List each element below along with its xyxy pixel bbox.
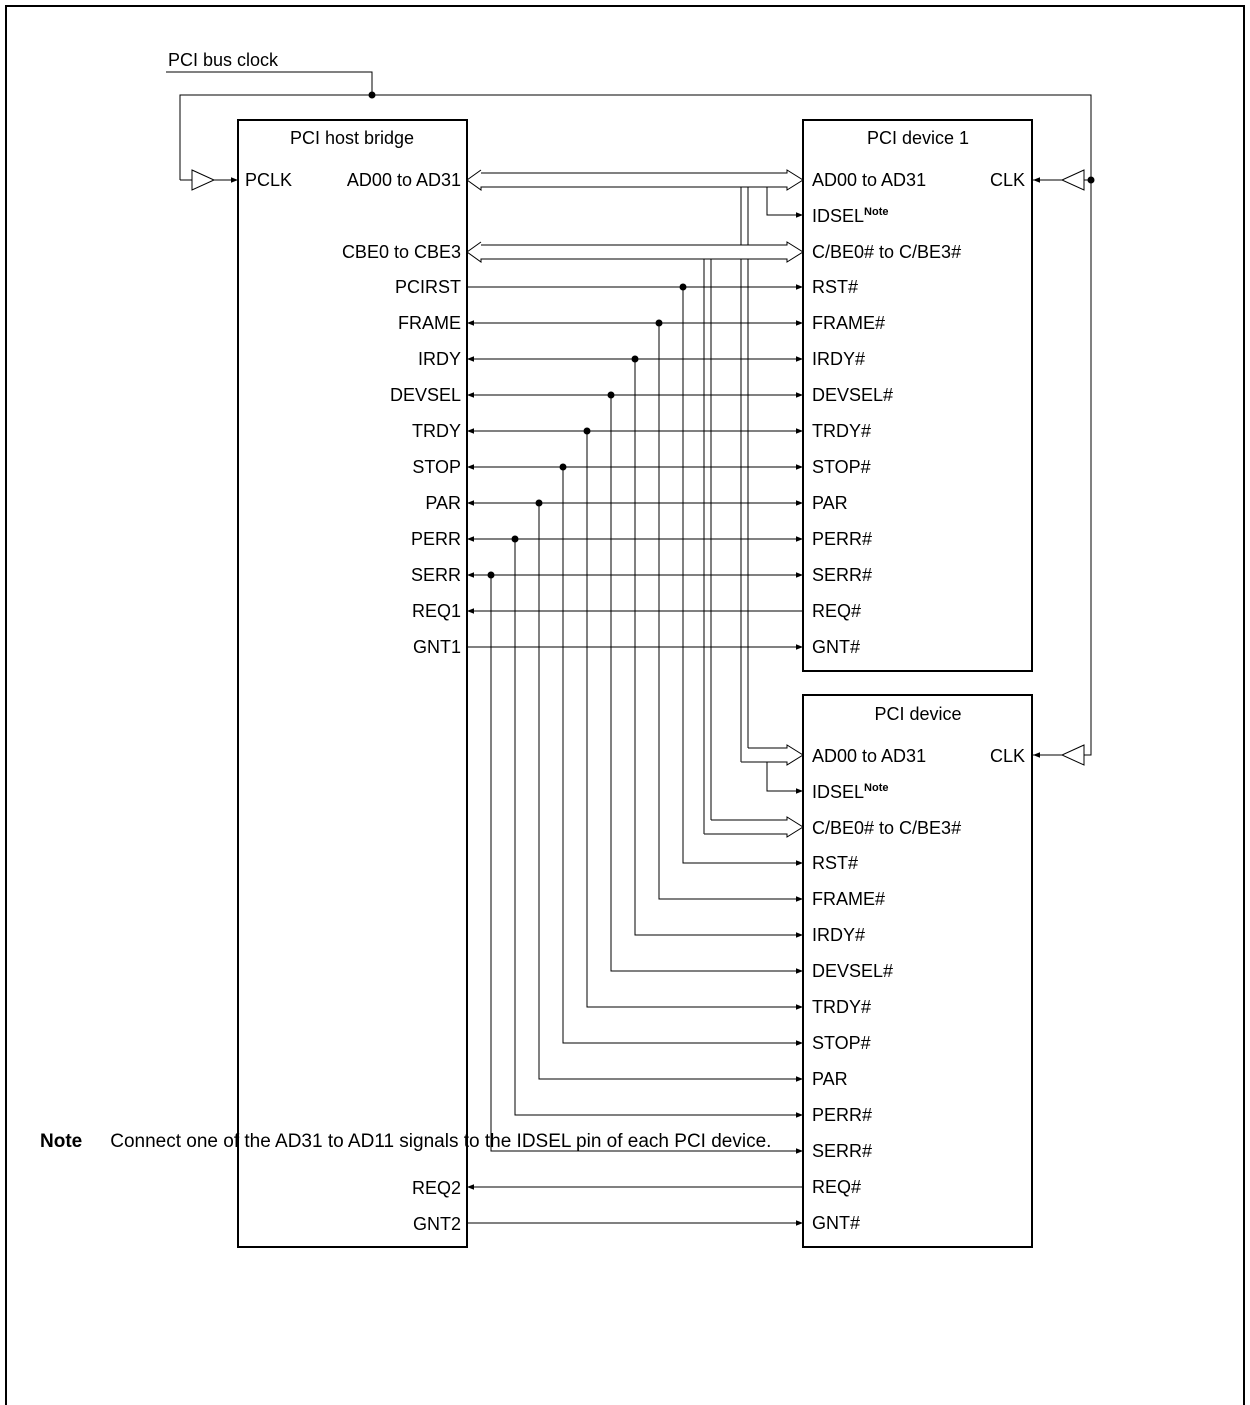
device1-pin-label: GNT# — [812, 637, 860, 657]
clock-bus-wire — [179, 94, 1092, 756]
host-req2-label: REQ2 — [412, 1178, 461, 1198]
host-gnt2-label: GNT2 — [413, 1214, 461, 1234]
clock-underline — [166, 71, 373, 95]
device2-pin-label: REQ# — [812, 1177, 861, 1197]
host-pin-label: PERR — [411, 529, 461, 549]
clock-buffer-dev1 — [1060, 169, 1085, 191]
footnote: Note Connect one of the AD31 to AD11 sign… — [40, 1131, 771, 1153]
note-text: Connect one of the AD31 to AD11 signals … — [110, 1131, 772, 1152]
host-bridge-title: PCI host bridge — [290, 128, 414, 148]
host-pin-label: IRDY — [418, 349, 461, 369]
device2-cbe-label: C/BE0# to C/BE3# — [812, 818, 961, 838]
host-pin-label: PAR — [425, 493, 461, 513]
clock-buffer-host — [191, 169, 216, 191]
host-ad-label: AD00 to AD31 — [347, 170, 461, 190]
device1-pin-label: TRDY# — [812, 421, 871, 441]
device1-cbe-label: C/BE0# to C/BE3# — [812, 242, 961, 262]
signal-branch-wire — [634, 359, 803, 938]
device1-pin-label: STOP# — [812, 457, 871, 477]
signal-branch-wire — [514, 539, 803, 1118]
host-pin-label: FRAME — [398, 313, 461, 333]
device2-pin-label: STOP# — [812, 1033, 871, 1053]
signal-branch-wire — [658, 323, 803, 902]
device2-ad-label: AD00 to AD31 — [812, 746, 926, 766]
device1-pin-label: IRDY# — [812, 349, 865, 369]
device1-pin-label: PERR# — [812, 529, 872, 549]
device2-clk-label: CLK — [990, 746, 1025, 766]
device2-pin-label: SERR# — [812, 1141, 872, 1161]
signal-branch-wire — [682, 287, 803, 866]
signal-branch-wire — [562, 467, 803, 1046]
device1-title: PCI device 1 — [867, 128, 969, 148]
host-pin-label: PCIRST — [395, 277, 461, 297]
figure-frame — [5, 5, 1245, 1405]
signal-branch-wire — [610, 395, 803, 974]
device2-pin-label: IRDY# — [812, 925, 865, 945]
signal-branch-wire — [586, 431, 803, 1010]
device2-pin-label: FRAME# — [812, 889, 885, 909]
clock-dev1-junction — [1087, 176, 1095, 184]
host-cbe-label: CBE0 to CBE3 — [342, 242, 461, 262]
device2-idsel-label: IDSELNote — [812, 782, 888, 802]
cbe-bus — [466, 241, 804, 838]
device2-pin-label: TRDY# — [812, 997, 871, 1017]
clock-junction — [368, 91, 376, 99]
host-bridge-block — [237, 119, 468, 1248]
host-pin-label: GNT1 — [413, 637, 461, 657]
device1-pin-label: FRAME# — [812, 313, 885, 333]
clock-label: PCI bus clock — [168, 50, 279, 70]
host-pin-label: REQ1 — [412, 601, 461, 621]
host-pin-label: DEVSEL — [390, 385, 461, 405]
device1-pin-label: RST# — [812, 277, 858, 297]
device2-title: PCI device — [874, 704, 961, 724]
device2-pin-label: GNT# — [812, 1213, 860, 1233]
host-pin-label: SERR — [411, 565, 461, 585]
device2-pin-label: PAR — [812, 1069, 848, 1089]
device1-pin-label: DEVSEL# — [812, 385, 893, 405]
device1-idsel-label: IDSELNote — [812, 206, 888, 226]
device2-pin-label: PERR# — [812, 1105, 872, 1125]
host-pclk-label: PCLK — [245, 170, 292, 190]
device1-clk-label: CLK — [990, 170, 1025, 190]
device1-pin-label: PAR — [812, 493, 848, 513]
pci-connection-diagram: PCI bus clock PCI host bridge PCLK AD00 … — [166, 50, 1095, 1248]
signal-branch-wire — [490, 575, 803, 1154]
device2-pin-label: DEVSEL# — [812, 961, 893, 981]
signal-branch-wire — [538, 503, 803, 1082]
device1-pin-label: REQ# — [812, 601, 861, 621]
device1-ad-label: AD00 to AD31 — [812, 170, 926, 190]
host-pin-label: STOP — [412, 457, 461, 477]
clock-buffer-dev2 — [1060, 744, 1085, 766]
host-pin-label: TRDY — [412, 421, 461, 441]
device1-pin-label: SERR# — [812, 565, 872, 585]
ad-bus — [466, 169, 804, 794]
note-tag: Note — [40, 1131, 83, 1152]
device2-pin-label: RST# — [812, 853, 858, 873]
